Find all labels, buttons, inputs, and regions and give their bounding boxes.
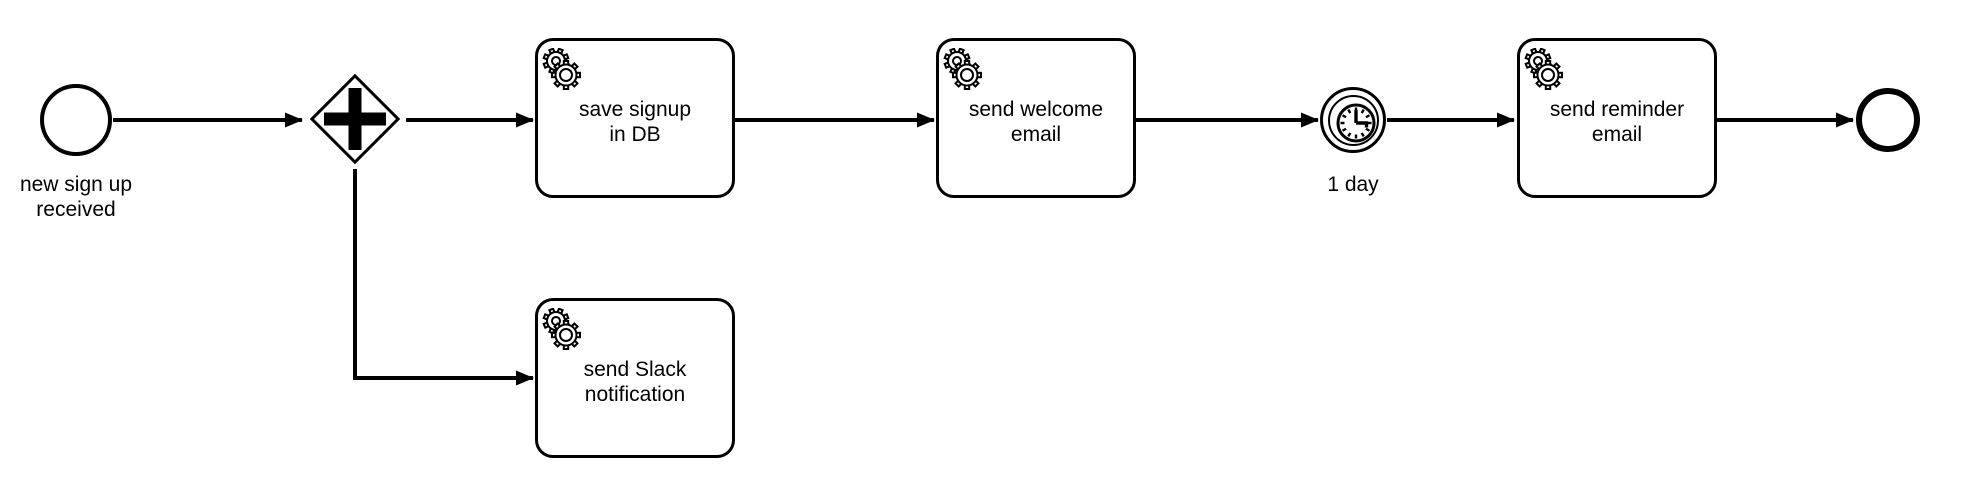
task-label: send welcome email <box>968 98 1104 146</box>
task-send-slack-notification[interactable]: send Slack notification <box>535 298 735 458</box>
task-label: send Slack notification <box>583 358 687 406</box>
task-label: save signup in DB <box>578 98 692 146</box>
start-event-label: new sign up received <box>19 173 133 221</box>
service-gears-icon <box>542 308 581 350</box>
task-label: send reminder email <box>1549 98 1685 146</box>
timer-intermediate-event[interactable] <box>1320 87 1386 153</box>
parallel-gateway[interactable] <box>305 69 405 169</box>
end-event[interactable] <box>1856 88 1920 152</box>
service-gears-icon <box>943 48 982 90</box>
flow-gateway-to-slack[interactable] <box>353 169 534 386</box>
task-send-reminder-email[interactable]: send reminder email <box>1517 38 1717 198</box>
task-save-signup-db[interactable]: save signup in DB <box>535 38 735 198</box>
task-send-welcome-email[interactable]: send welcome email <box>936 38 1136 198</box>
timer-event-label: 1 day <box>1327 173 1379 196</box>
timer-inner-ring <box>1327 94 1379 146</box>
plus-cross-icon <box>348 88 362 150</box>
start-event[interactable] <box>40 84 112 156</box>
timer-clock-icon <box>1336 103 1376 143</box>
service-gears-icon <box>542 48 581 90</box>
service-gears-icon <box>1524 48 1563 90</box>
